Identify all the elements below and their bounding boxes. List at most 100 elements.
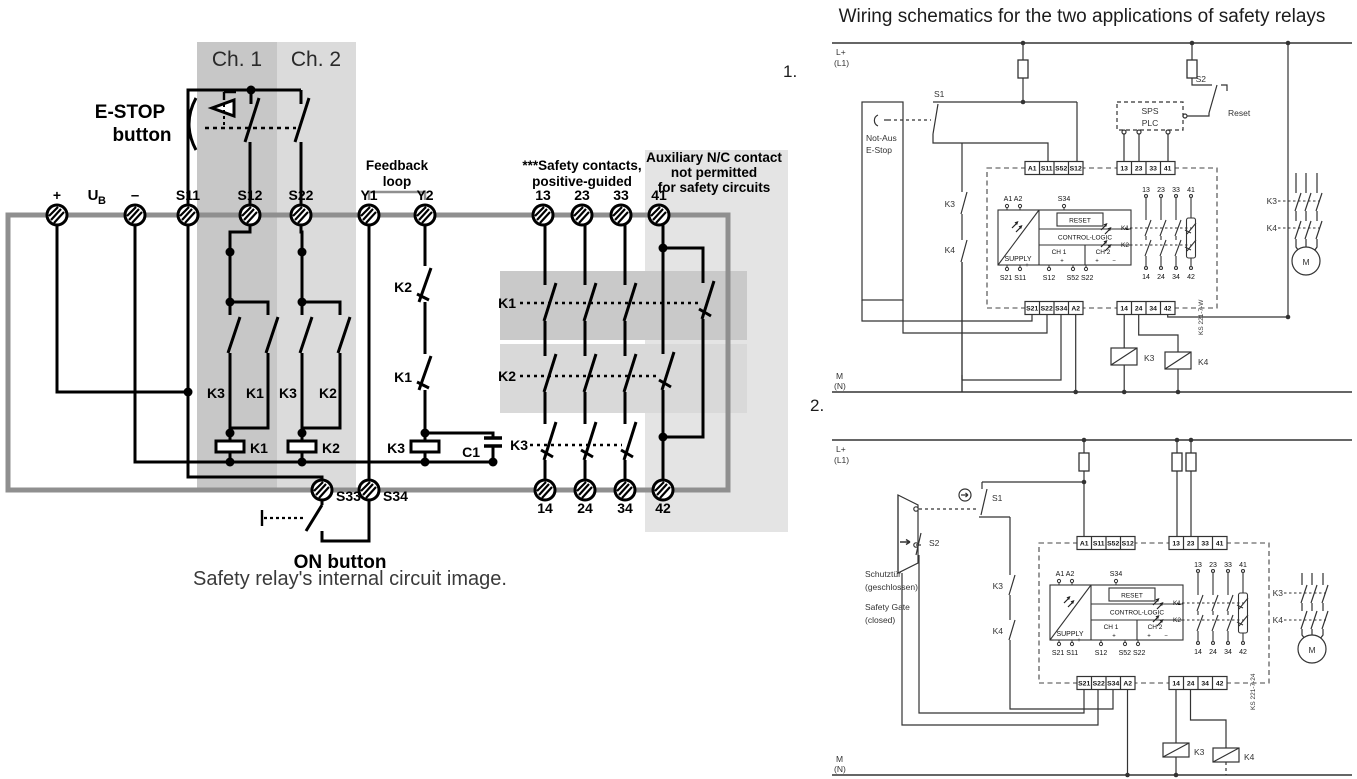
s1-rails (832, 42, 1352, 393)
s2-n: (N) (834, 764, 846, 774)
s1-lplus: L+ (836, 47, 846, 57)
label-s11: S11 (176, 187, 200, 203)
label-41: 41 (651, 187, 667, 203)
coil-k1-label: K1 (250, 440, 268, 456)
s2-s1-label: S1 (992, 493, 1003, 503)
s2-gate-de-2: (geschlossen) (865, 582, 918, 592)
row-k3-label: K3 (510, 437, 528, 453)
s1-s1-label: S1 (934, 89, 945, 99)
safety-contacts-note-2: positive-guided (532, 174, 632, 189)
s1-model-number: KS 221-7-W (1198, 299, 1205, 335)
label-s33: S33 (336, 488, 361, 504)
s1-coil-k3: K3 (1144, 353, 1155, 363)
estop-label-1: E-STOP (95, 102, 166, 123)
s2-rail-labels: L+ (L1) M (N) (834, 444, 849, 774)
s2-motor-m: M (1308, 645, 1315, 655)
s2-motor-k4: K4 (1273, 615, 1284, 625)
s1-n: (N) (834, 381, 846, 391)
s2-k3: K3 (993, 581, 1004, 591)
s2-m: M (836, 754, 843, 764)
s2-k4: K4 (993, 626, 1004, 636)
internal-wiring (55, 88, 716, 543)
label-ub: U (88, 187, 99, 204)
wiring-schematic-1: SUPPLY RESET CONTROL-LOGIC CH 1 CH 2 K1 … (832, 40, 1352, 395)
label-23: 23 (574, 187, 590, 203)
zone-notes: Feedback loop ***Safety contacts, positi… (366, 150, 783, 195)
label-s12: S12 (238, 187, 263, 203)
s1-coil-k4: K4 (1198, 357, 1209, 367)
component-captions: E-STOP button ON button (95, 102, 387, 573)
label-34: 34 (617, 500, 633, 516)
branch-k3b: K3 (279, 385, 297, 401)
internal-circuit-diagram: + U B – S11 S12 S22 Y1 Y2 13 23 33 41 S3… (5, 42, 788, 573)
label-14: 14 (537, 500, 553, 516)
s2-rails (832, 439, 1352, 776)
s2-l1: (L1) (834, 455, 849, 465)
channel-labels: Ch. 1 Ch. 2 (212, 48, 341, 71)
series-k2-label: K2 (394, 279, 412, 295)
coil-k2-label: K2 (322, 440, 340, 456)
wiring-schematic-2: L+ (L1) M (N) (832, 437, 1352, 778)
coil-k3-label: K3 (387, 440, 405, 456)
aux-note-1: Auxiliary N/C contact (646, 150, 782, 165)
section-number-1: 1. (783, 62, 798, 81)
label-s34: S34 (383, 488, 408, 504)
feedback-loop-bracket (367, 190, 427, 200)
label-ch2: Ch. 2 (291, 48, 341, 71)
label-ub-sub: B (98, 195, 106, 207)
s1-motor-k3: K3 (1267, 196, 1278, 206)
label-ch1: Ch. 1 (212, 48, 262, 71)
s1-labels: Not-Aus E-Stop S1 S2 Reset SPS PLC K3 K4… (866, 74, 1310, 367)
s1-rail-labels: L+ (L1) M (N) (834, 47, 849, 391)
s2-gate-en-2: (closed) (865, 615, 895, 625)
aux-note-3: for safety circuits (658, 180, 771, 195)
safety-contacts-note-1: ***Safety contacts, (522, 158, 641, 173)
s2-gate-de-1: Schutztür (865, 569, 901, 579)
s1-plc: PLC (1142, 118, 1159, 128)
aux-note-2: not permitted (671, 165, 757, 180)
row-k2-label: K2 (498, 368, 516, 384)
s2-s2-label: S2 (929, 538, 940, 548)
contact-coil-labels: K3 K1 K3 K2 K1 K2 K3 C1 K2 K1 K1 K2 K3 (207, 279, 528, 460)
s1-notaus: Not-Aus (866, 133, 897, 143)
label-42: 42 (655, 500, 671, 516)
s2-coil-k4: K4 (1244, 752, 1255, 762)
label-13: 13 (535, 187, 551, 203)
s1-motor-k4: K4 (1267, 223, 1278, 233)
s1-m: M (836, 371, 843, 381)
label-33: 33 (613, 187, 629, 203)
label-s22: S22 (289, 187, 314, 203)
internal-diagram-caption: Safety relay's internal circuit image. (193, 568, 507, 590)
s2-motor-k3: K3 (1273, 588, 1284, 598)
s1-k4: K4 (945, 245, 956, 255)
cap-c1-label: C1 (462, 444, 480, 460)
series-k1-label: K1 (394, 369, 412, 385)
s1-wiring (861, 43, 1323, 392)
page-title: Wiring schematics for the two applicatio… (838, 6, 1326, 27)
feedback-label-1: Feedback (366, 158, 429, 173)
s2-coil-k3: K3 (1194, 747, 1205, 757)
label-y2: Y2 (416, 187, 433, 203)
branch-k2: K2 (319, 385, 337, 401)
s2-labels: Schutztür (geschlossen) Safety Gate (clo… (865, 493, 1316, 762)
label-plus: + (53, 187, 61, 203)
s1-estop: E-Stop (866, 145, 892, 155)
top-terminals (45, 203, 671, 227)
on-button-label: ON button (294, 552, 387, 573)
s1-reset-label: Reset (1228, 108, 1251, 118)
label-24: 24 (577, 500, 593, 516)
row-k1-label: K1 (498, 295, 516, 311)
terminal-labels: + U B – S11 S12 S22 Y1 Y2 13 23 33 41 S3… (53, 187, 671, 516)
s1-k3: K3 (945, 199, 956, 209)
s1-motor-m: M (1302, 257, 1309, 267)
s1-sps: SPS (1141, 106, 1158, 116)
s2-lplus: L+ (836, 444, 846, 454)
s1-l1: (L1) (834, 58, 849, 68)
feedback-label-2: loop (383, 174, 412, 189)
estop-label-2: button (112, 125, 171, 146)
s2-model-number: KS 221-7-24 (1250, 673, 1257, 710)
section-number-2: 2. (810, 396, 825, 415)
branch-k1: K1 (246, 385, 264, 401)
s1-s2-label: S2 (1196, 74, 1207, 84)
